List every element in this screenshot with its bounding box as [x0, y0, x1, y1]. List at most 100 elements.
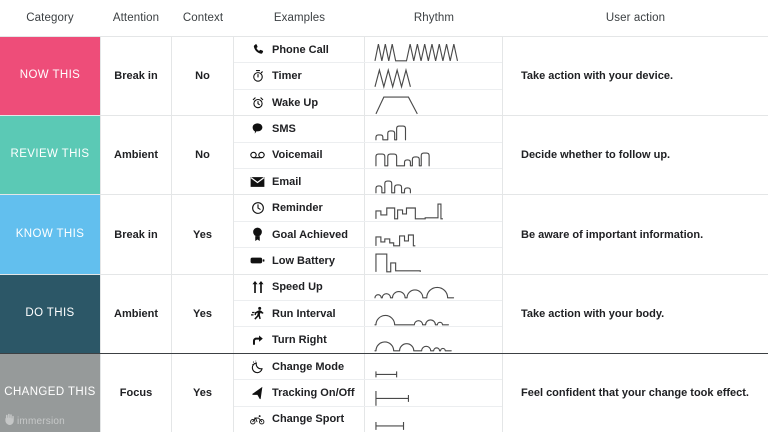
example-cell: SMS [234, 116, 365, 142]
example-row: Run Interval [234, 300, 502, 327]
example-label: Change Mode [272, 360, 345, 373]
rhythm-waveform [365, 63, 503, 90]
example-label: Change Sport [272, 413, 345, 426]
example-label: Phone Call [272, 43, 329, 56]
example-label: Turn Right [272, 334, 327, 347]
example-label: Speed Up [272, 281, 323, 294]
stopwatch-icon [250, 69, 265, 84]
example-label: Wake Up [272, 96, 319, 109]
watermark-text: immersion [17, 415, 65, 427]
clock-icon [250, 201, 265, 216]
example-cell: Change Mode [234, 353, 365, 380]
example-label: Email [272, 175, 302, 188]
speech-bubble-icon [250, 121, 265, 136]
example-cell: Timer [234, 63, 365, 89]
award-icon [250, 227, 265, 242]
example-label: Goal Achieved [272, 228, 349, 241]
category-swatch: DO THIS [0, 274, 100, 353]
example-cell: Tracking On/Off [234, 380, 365, 406]
context-cell: Yes [172, 274, 234, 353]
example-row: Change Sport [234, 405, 503, 432]
context-cell: Yes [172, 353, 234, 432]
example-cell: Phone Call [234, 37, 365, 63]
rhythm-waveform [365, 380, 503, 406]
rhythm-waveform [365, 407, 503, 432]
rhythm-waveform [365, 169, 503, 194]
turn-right-icon [250, 333, 265, 348]
column-header-rhythm: Rhythm [413, 12, 455, 24]
context-cell: No [172, 37, 234, 116]
example-label: SMS [272, 122, 296, 135]
example-row: SMS [234, 116, 502, 142]
location-arrow-icon [250, 385, 265, 400]
example-label: Tracking On/Off [272, 386, 355, 399]
table-header-row: Category Attention Context Examples Rhyt… [0, 0, 768, 36]
column-header-attention: Attention [112, 12, 160, 24]
attention-cell: Focus [100, 353, 172, 432]
example-row: Goal Achieved [234, 220, 503, 248]
category-label: KNOW THIS [15, 227, 85, 240]
example-label: Reminder [272, 202, 323, 215]
battery-icon [250, 253, 265, 268]
rhythm-waveform [365, 37, 503, 62]
alarm-clock-icon [250, 95, 265, 110]
example-row: Timer [234, 62, 503, 90]
example-label: Voicemail [272, 149, 323, 162]
example-cell: Reminder [234, 195, 365, 221]
example-row: Turn Right [234, 326, 503, 353]
example-label: Low Battery [272, 254, 335, 267]
example-cell: Goal Achieved [234, 221, 365, 248]
attention-cell: Break in [100, 37, 172, 116]
context-cell: No [172, 116, 234, 195]
hand-icon [4, 412, 14, 430]
example-cell: Low Battery [234, 248, 365, 274]
example-cell: Speed Up [234, 274, 365, 301]
category-swatch: CHANGED THIS immersion [0, 353, 100, 432]
envelope-icon [250, 174, 265, 189]
example-cell: Wake Up [234, 89, 365, 116]
moon-mode-icon [250, 359, 265, 374]
rhythm-waveform [365, 222, 503, 247]
user-action-cell: Take action with your device. [521, 70, 674, 83]
category-swatch: REVIEW THIS [0, 116, 100, 195]
category-label: CHANGED THIS [4, 386, 96, 399]
column-header-user-action: User action [605, 12, 666, 24]
category-swatch: KNOW THIS [0, 195, 100, 274]
user-action-cell: Decide whether to follow up. [521, 149, 671, 162]
example-row: Change Mode [234, 353, 502, 380]
rhythm-waveform [365, 143, 503, 168]
rhythm-waveform [365, 327, 503, 352]
example-label: Run Interval [272, 307, 336, 320]
column-header-context: Context [182, 12, 224, 24]
user-action-cell: Take action with your body. [521, 307, 665, 320]
user-action-cell: Feel confident that your change took eff… [521, 386, 749, 399]
double-up-arrow-icon [250, 280, 265, 295]
example-cell: Run Interval [234, 301, 365, 327]
context-cell: Yes [172, 195, 234, 274]
example-cell: Turn Right [234, 327, 365, 353]
example-row: Low Battery [234, 247, 503, 274]
watermark: immersion [4, 412, 65, 430]
example-cell: Change Sport [234, 406, 365, 432]
example-cell: Email [234, 169, 365, 195]
example-row: Email [234, 168, 503, 195]
rhythm-waveform [365, 248, 503, 273]
rhythm-waveform [365, 90, 503, 115]
example-row: Speed Up [234, 274, 503, 301]
voicemail-icon [250, 148, 265, 163]
phone-icon [250, 42, 265, 57]
category-swatch: NOW THIS [0, 37, 100, 116]
rhythm-waveform [365, 275, 503, 300]
bicycle-icon [250, 412, 265, 427]
